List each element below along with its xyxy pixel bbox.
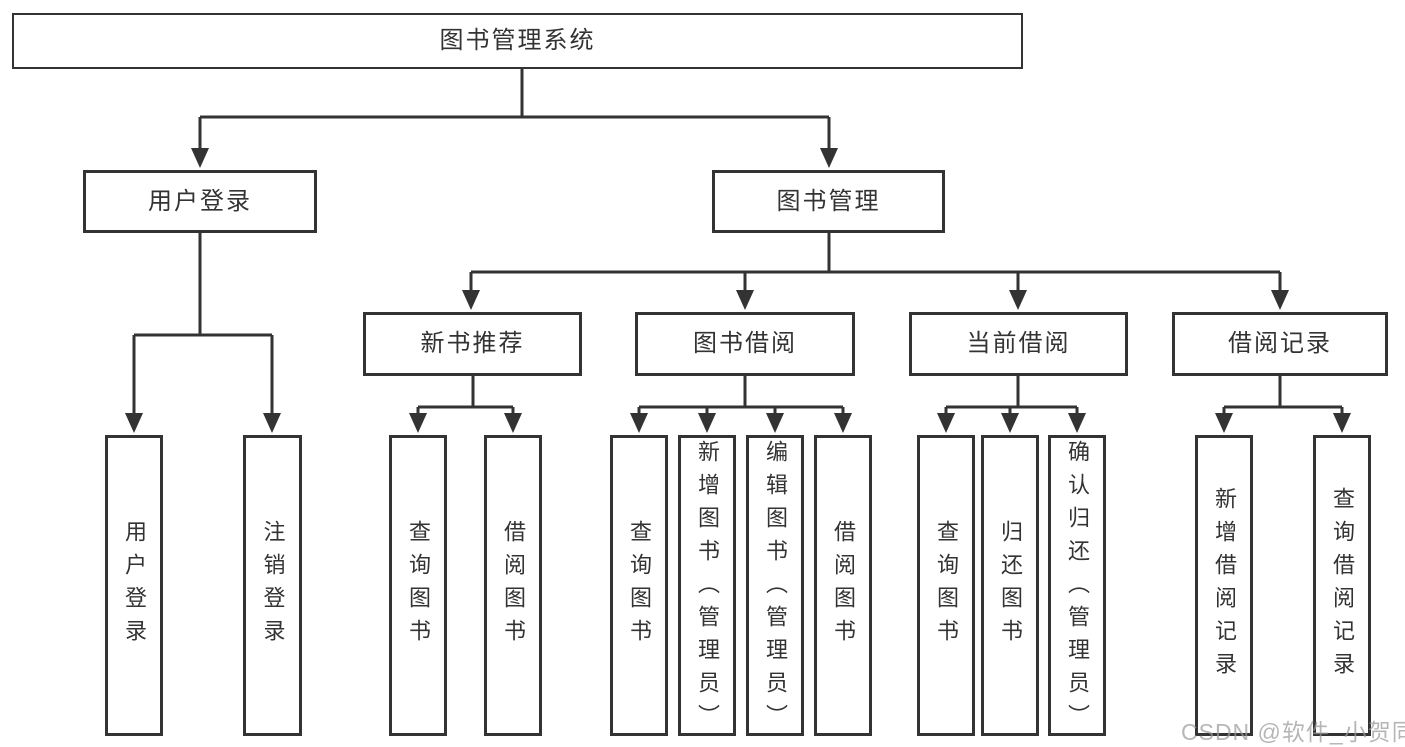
node-label: 新增图书（管理员） bbox=[695, 440, 720, 737]
node-label: 借阅记录 bbox=[1228, 330, 1332, 357]
node-label: 查询图书 bbox=[406, 519, 431, 652]
node-label: 确认归还（管理员） bbox=[1065, 440, 1090, 737]
node-label: 注销登录 bbox=[260, 519, 286, 652]
leaf-logout: 注销登录 bbox=[243, 435, 302, 736]
node-label: 用户登录 bbox=[122, 519, 147, 652]
leaf-borrow-books-recommend: 借阅图书 bbox=[484, 435, 542, 736]
leaf-user-login: 用户登录 bbox=[105, 435, 163, 736]
node-label: 查询图书 bbox=[627, 519, 652, 652]
node-library-management-system: 图书管理系统 bbox=[12, 13, 1023, 69]
leaf-query-borrow-record: 查询借阅记录 bbox=[1313, 435, 1371, 736]
node-label: 用户登录 bbox=[148, 187, 252, 215]
node-new-book-recommendation: 新书推荐 bbox=[363, 312, 582, 376]
node-label: 查询借阅记录 bbox=[1330, 486, 1355, 685]
leaf-borrow-books-borrowing: 借阅图书 bbox=[814, 435, 872, 736]
node-borrowing-records: 借阅记录 bbox=[1172, 312, 1388, 376]
node-label: 图书管理 bbox=[776, 187, 881, 215]
leaf-return-book: 归还图书 bbox=[981, 435, 1039, 736]
node-label: 图书借阅 bbox=[693, 330, 797, 357]
node-label: 当前借阅 bbox=[966, 330, 1071, 357]
leaf-query-books-current: 查询图书 bbox=[917, 435, 975, 736]
node-current-borrowing: 当前借阅 bbox=[909, 312, 1128, 376]
node-user-login: 用户登录 bbox=[83, 170, 317, 233]
leaf-confirm-return-admin: 确认归还（管理员） bbox=[1048, 435, 1106, 737]
leaf-edit-book-admin: 编辑图书（管理员） bbox=[746, 435, 804, 737]
node-label: 新增借阅记录 bbox=[1212, 486, 1237, 685]
node-label: 借阅图书 bbox=[831, 519, 856, 652]
leaf-add-borrow-record: 新增借阅记录 bbox=[1195, 435, 1253, 736]
csdn-watermark: CSDN @软件_小贺同学 bbox=[1181, 719, 1405, 745]
arrowheads bbox=[125, 148, 1351, 433]
connector-paths bbox=[132, 69, 1344, 416]
node-label: 新书推荐 bbox=[420, 330, 525, 357]
node-book-management: 图书管理 bbox=[712, 170, 945, 233]
node-label: 借阅图书 bbox=[501, 519, 526, 652]
node-label: 查询图书 bbox=[934, 519, 959, 652]
leaf-query-books-borrowing: 查询图书 bbox=[610, 435, 668, 736]
leaf-query-books-recommend: 查询图书 bbox=[389, 435, 447, 736]
node-label: 图书管理系统 bbox=[439, 27, 596, 54]
node-book-borrowing: 图书借阅 bbox=[635, 312, 855, 376]
leaf-add-book-admin: 新增图书（管理员） bbox=[678, 435, 736, 737]
node-label: 归还图书 bbox=[998, 519, 1023, 652]
node-label: 编辑图书（管理员） bbox=[763, 440, 788, 737]
